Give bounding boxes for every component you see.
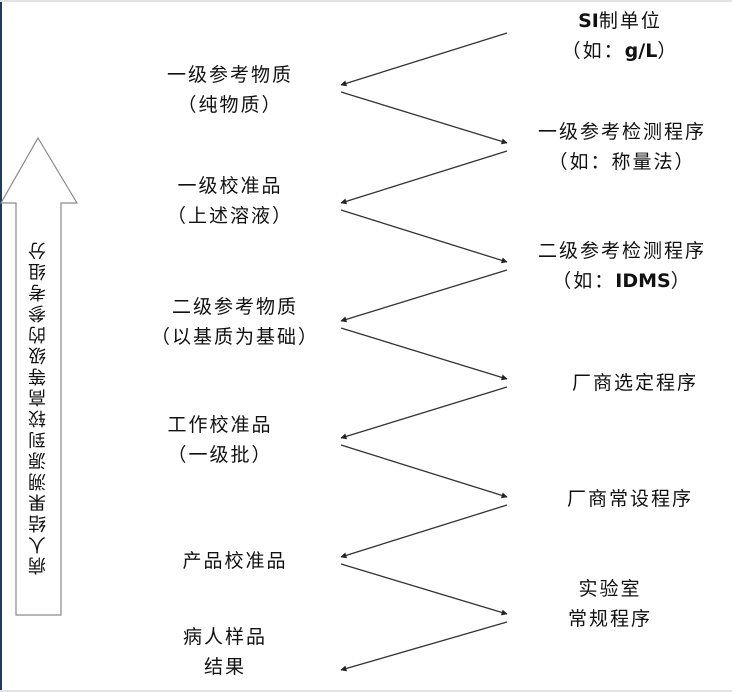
edge-arrow-lab-routine-procedure-to-patient-sample-result [340,621,508,672]
node-lab-routine-procedure: 实验室 常规程序 [510,574,710,634]
side-arrow-label: 病人结果溯源到较高等级的参考组分 [28,239,49,576]
node-title: 一级参考物质 [166,64,293,86]
edge-arrow-secondary-reference-material-to-manufacturer-selected-procedure [340,327,508,381]
node-subtitle: （如：IDMS） [552,270,692,292]
node-manufacturer-standing-procedure: 厂商常设程序 [530,484,730,514]
top-border [0,0,732,2]
bottom-border [0,690,732,692]
node-title: 产品校准品 [182,550,288,572]
edge-arrow-secondary-reference-procedure-to-secondary-reference-material [340,269,508,323]
node-primary-reference-procedure: 一级参考检测程序 （如：称量法） [512,117,732,177]
edge-arrow-primary-reference-material-to-primary-reference-procedure [340,91,508,145]
node-manufacturer-selected-procedure: 厂商选定程序 [525,368,732,398]
edge-arrow-working-calibrator-to-manufacturer-standing-procedure [340,444,508,499]
traceability-up-arrow [0,136,79,616]
node-title: 二级参考物质 [171,296,298,318]
edge-arrow-manufacturer-standing-procedure-to-product-calibrator [340,504,508,559]
node-title: 工作校准品 [167,414,273,436]
node-title: 病人样品 [182,626,267,648]
edge-arrow-primary-reference-procedure-to-primary-calibrator [340,150,508,205]
node-product-calibrator: 产品校准品 [135,546,335,576]
node-subtitle: 结果 [203,656,246,678]
node-subtitle: （一级批） [167,444,273,466]
node-subtitle: （上述溶液） [166,205,293,227]
edges-group [340,32,508,672]
node-title: SI制单位 [578,10,662,32]
edge-arrow-manufacturer-selected-procedure-to-working-calibrator [340,386,508,440]
node-working-calibrator: 工作校准品 （一级批） [120,410,320,470]
node-subtitle: （如：称量法） [548,151,696,173]
node-title: 厂商常设程序 [566,488,693,510]
node-subtitle: （如：g/L） [561,40,679,62]
node-subtitle: 常规程序 [567,608,652,630]
edge-arrow-product-calibrator-to-lab-routine-procedure [340,563,508,616]
node-secondary-reference-procedure: 二级参考检测程序 （如：IDMS） [512,236,732,296]
node-subtitle: （纯物质） [177,94,283,116]
node-primary-calibrator: 一级校准品 （上述溶液） [130,171,330,231]
node-subtitle: （以基质为基础） [150,326,319,348]
node-title: 二级参考检测程序 [537,240,706,262]
node-title: 一级校准品 [177,175,283,197]
node-title: 一级参考检测程序 [537,121,706,143]
node-primary-reference-material: 一级参考物质 （纯物质） [130,60,330,120]
edge-arrow-si-unit-to-primary-reference-material [340,32,508,87]
node-title: 实验室 [578,578,642,600]
edge-arrow-primary-calibrator-to-secondary-reference-procedure [340,209,508,264]
left-frame-edge [0,2,2,690]
node-secondary-reference-material: 二级参考物质 （以基质为基础） [125,292,345,352]
node-title: 厂商选定程序 [571,372,698,394]
node-si-unit: SI制单位 （如：g/L） [520,6,720,66]
node-patient-sample-result: 病人样品 结果 [125,622,325,682]
